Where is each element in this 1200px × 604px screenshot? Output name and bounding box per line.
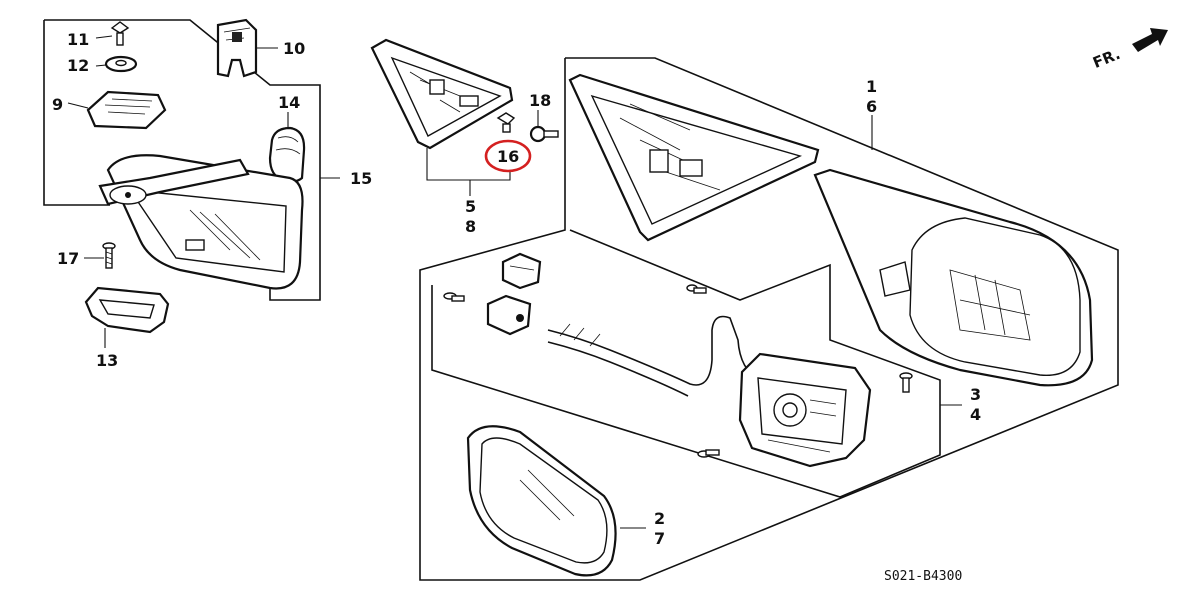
part-13-cover — [84, 286, 170, 348]
part-14-cover — [268, 112, 306, 183]
callout-1: 1 — [866, 77, 877, 96]
group-outline-right — [419, 57, 1119, 581]
screw-c — [899, 372, 913, 393]
connector-lower — [486, 294, 532, 336]
leader-5-8 — [426, 148, 511, 181]
callout-9: 9 — [52, 95, 63, 114]
motor-unit — [738, 352, 872, 468]
connector-upper — [501, 252, 542, 290]
mirror-glass — [466, 425, 617, 577]
callout-17: 17 — [57, 249, 79, 268]
callout-4: 4 — [970, 405, 981, 424]
screw-b — [686, 284, 707, 294]
screw-d — [697, 449, 720, 458]
callout-3: 3 — [970, 385, 981, 404]
callout-5: 5 — [465, 197, 476, 216]
direction-label: FR. — [1090, 45, 1123, 72]
part-17-screw — [84, 242, 116, 269]
front-direction-indicator — [1132, 28, 1168, 52]
part-12-washer — [95, 55, 138, 73]
callout-15: 15 — [350, 169, 372, 188]
part-18-screw — [529, 110, 559, 143]
part-16-clip — [496, 112, 516, 133]
callout-11: 11 — [67, 30, 89, 49]
callout-18: 18 — [529, 91, 551, 110]
door-mirror-assembly — [419, 57, 1119, 581]
part-9-base-plate — [67, 90, 167, 130]
callout-6: 6 — [866, 97, 877, 116]
group-outline-left — [44, 19, 321, 301]
screw-a — [443, 292, 465, 302]
wire-harness — [547, 315, 761, 386]
group-outline-left-side — [43, 20, 110, 206]
callout-10: 10 — [283, 39, 305, 58]
callout-14: 14 — [278, 93, 300, 112]
callout-2: 2 — [654, 509, 665, 528]
callout-12: 12 — [67, 56, 89, 75]
callout-13: 13 — [96, 351, 118, 370]
garnish-group — [370, 38, 559, 196]
callout-16: 16 — [497, 147, 519, 166]
diagram-code: S021-B4300 — [884, 569, 962, 584]
rearview-mirror-body — [98, 154, 304, 290]
callout-8: 8 — [465, 217, 476, 236]
arrow-icon — [1132, 28, 1168, 52]
part-11-screw — [95, 21, 130, 46]
group-outline-3-4 — [431, 229, 941, 498]
part-10-cover — [216, 18, 278, 78]
highlight-16 — [484, 139, 532, 173]
callout-7: 7 — [654, 529, 665, 548]
interior-mirror-group — [43, 18, 340, 348]
